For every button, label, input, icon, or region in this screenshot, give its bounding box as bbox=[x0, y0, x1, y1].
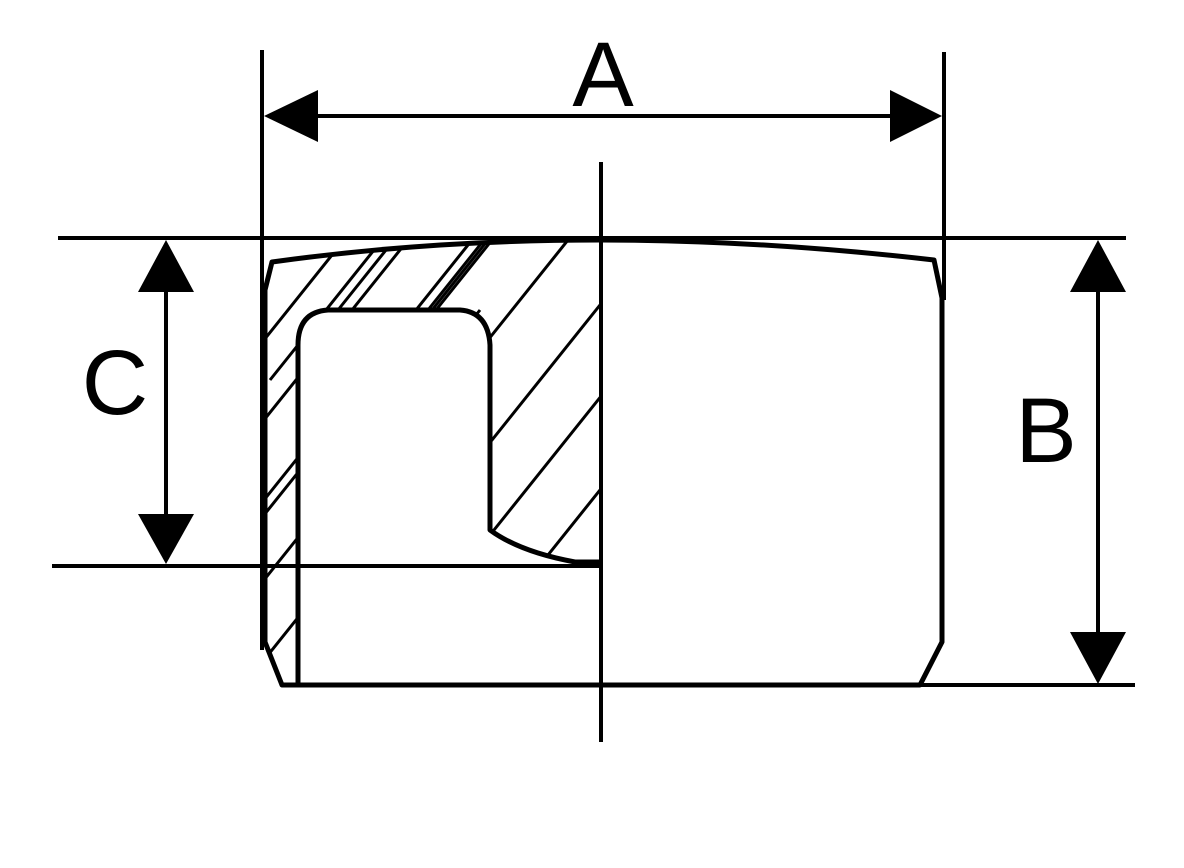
extension-lines bbox=[52, 50, 1135, 687]
dimension-b: B bbox=[1015, 240, 1126, 684]
dimension-a-arrow-right bbox=[890, 90, 942, 142]
dimension-b-arrow-top bbox=[1070, 240, 1126, 292]
dimension-b-arrow-bottom bbox=[1070, 632, 1126, 684]
dimension-a-arrow-left bbox=[264, 90, 318, 142]
dimension-c-arrow-top bbox=[138, 240, 194, 292]
dimension-c: C bbox=[82, 240, 194, 564]
dimension-a: A bbox=[264, 24, 942, 142]
dimension-c-label: C bbox=[82, 332, 148, 434]
cap-outer-outline bbox=[262, 237, 945, 688]
dimension-b-label: B bbox=[1015, 380, 1076, 482]
dimension-c-arrow-bottom bbox=[138, 514, 194, 564]
dimension-a-label: A bbox=[572, 24, 634, 126]
cap-inner-cavity-outline bbox=[295, 307, 600, 685]
